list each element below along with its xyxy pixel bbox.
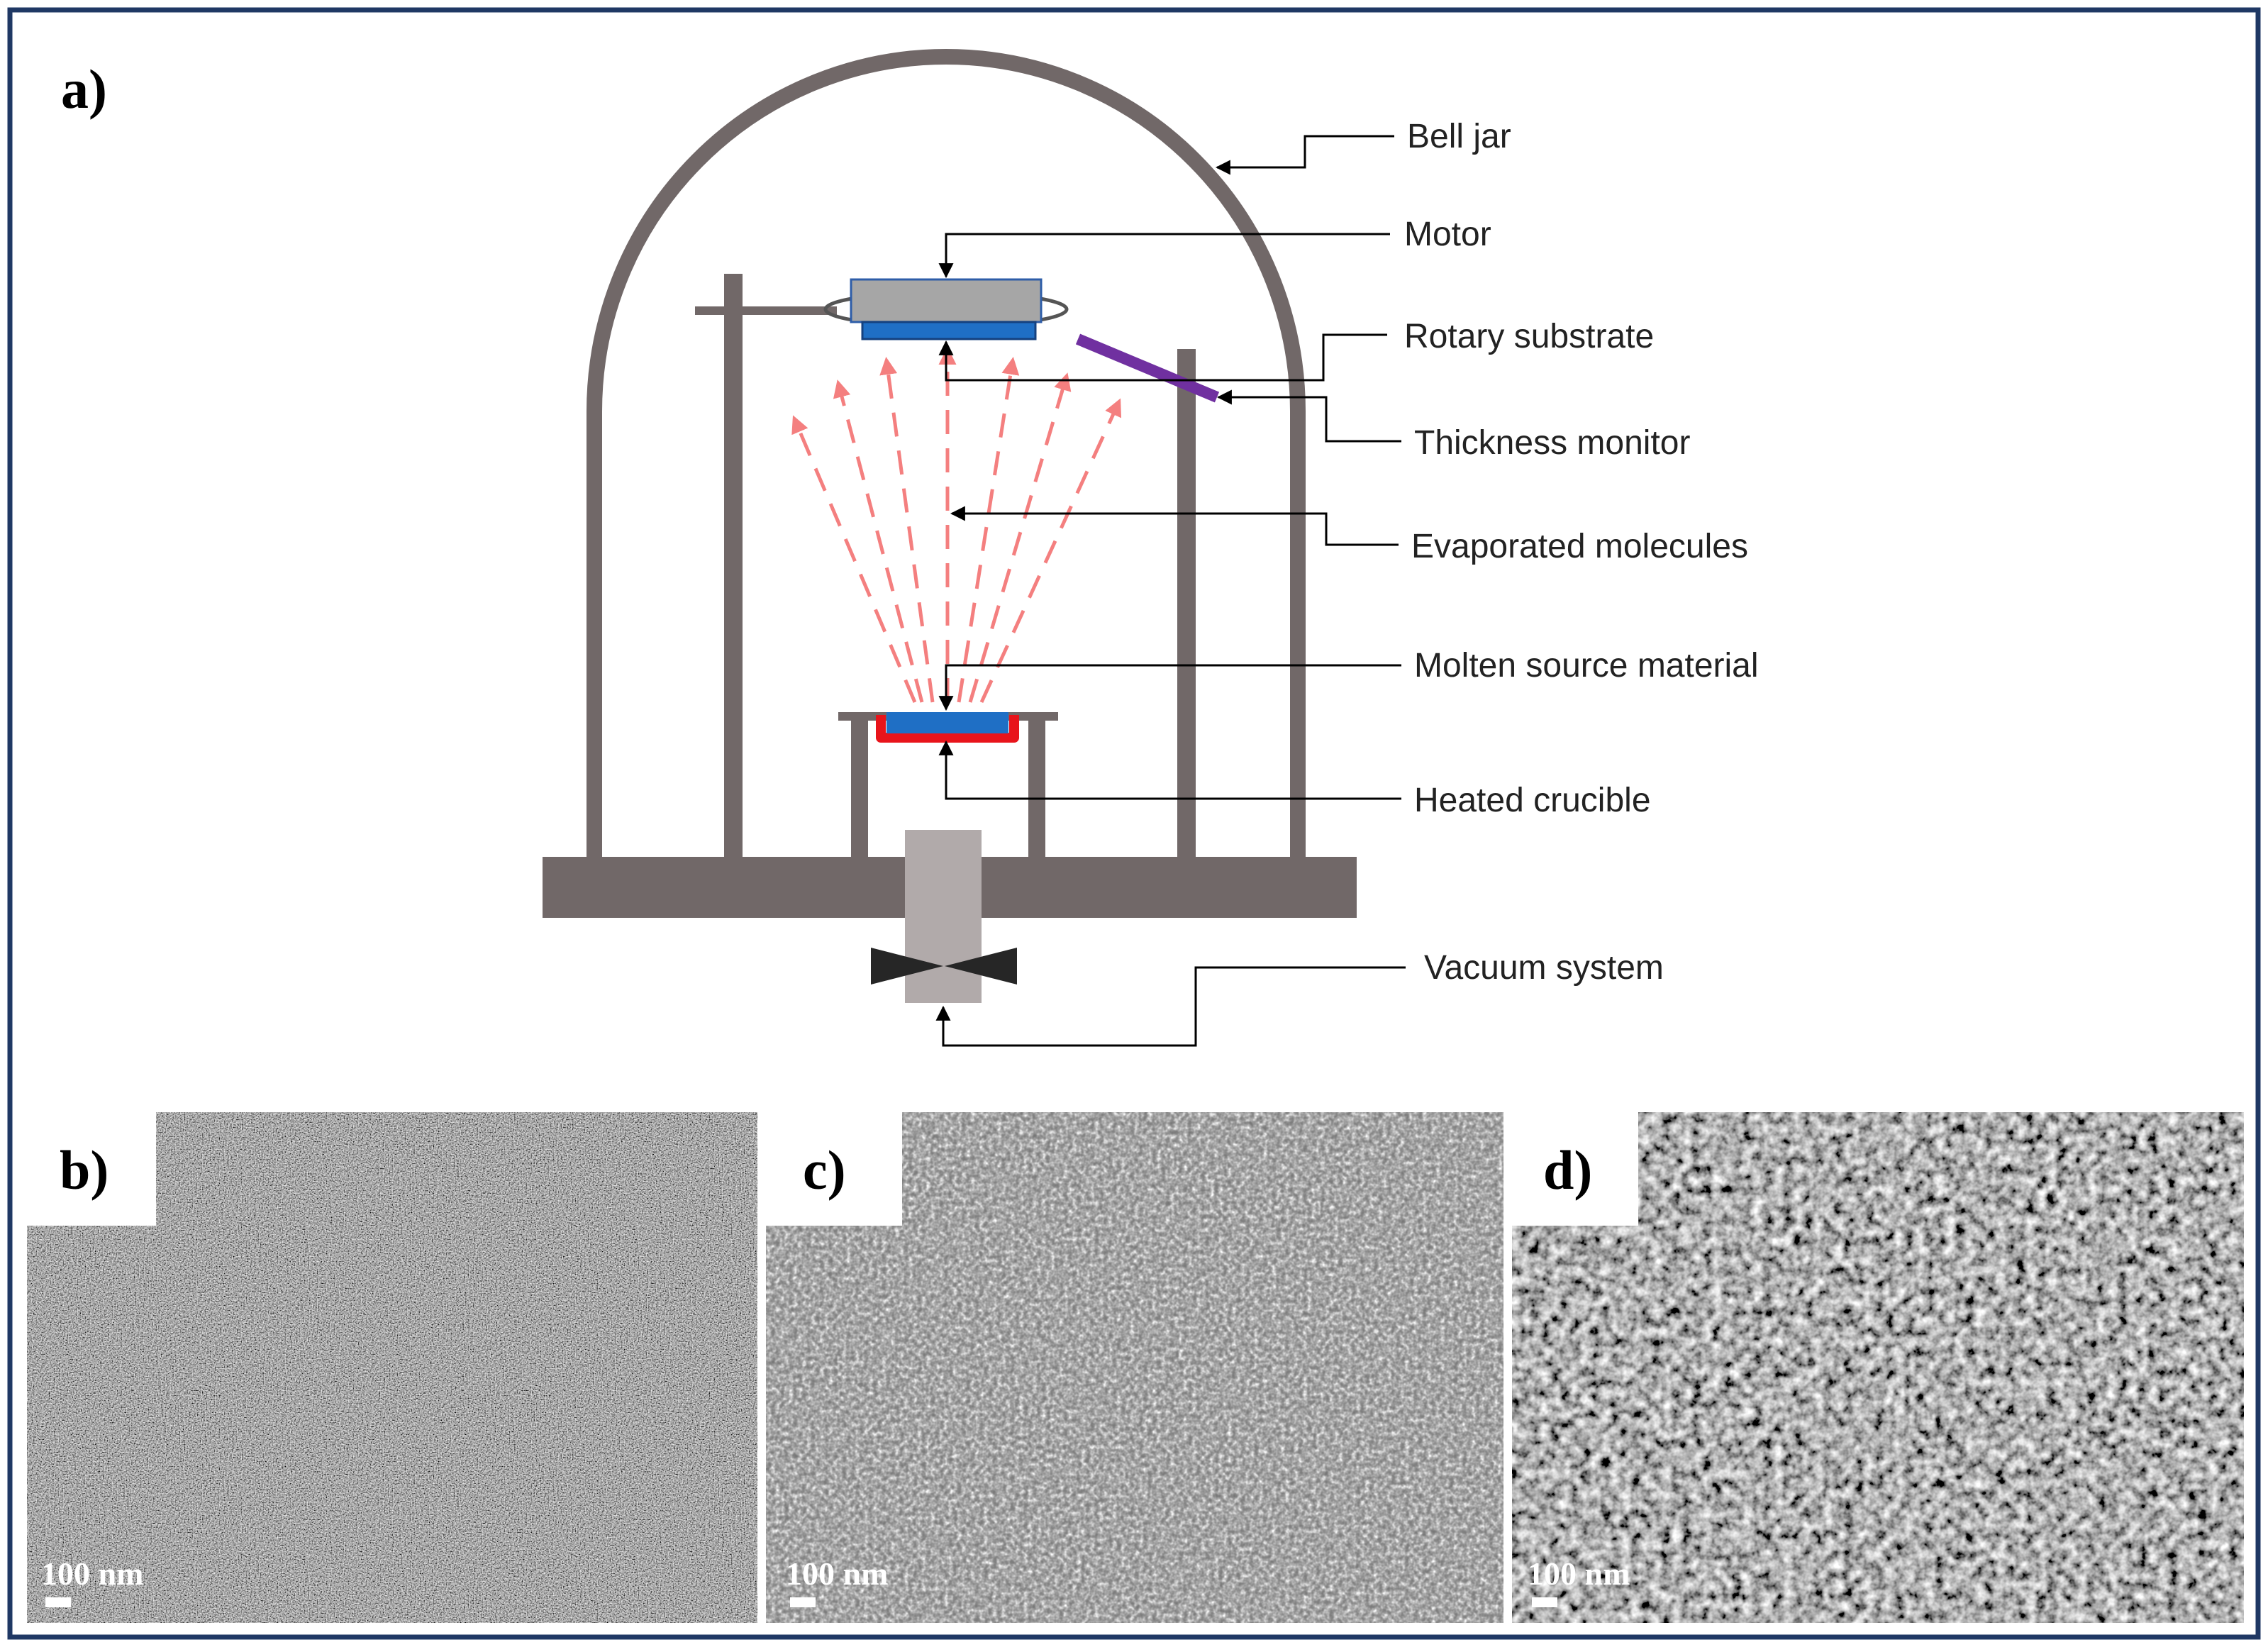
label-molten-source: Molten source material	[1414, 647, 1759, 684]
scale-bar-b	[45, 1597, 71, 1607]
label-evaporated-molecules: Evaporated molecules	[1411, 528, 1748, 565]
leader-evaporated-molecules	[950, 506, 1399, 546]
panel-b-label-box	[27, 1112, 156, 1226]
scale-bar-d	[1532, 1597, 1557, 1607]
molecule-arrow	[957, 357, 1020, 703]
panel-d-label: d)	[1543, 1139, 1592, 1201]
label-bell-jar: Bell jar	[1407, 118, 1511, 155]
sem-panel-b: b) 100 nm	[27, 1112, 757, 1623]
leader-bell-jar	[1215, 135, 1394, 175]
scale-label-d: 100 nm	[1528, 1556, 1630, 1592]
molecule-arrow	[833, 379, 924, 703]
label-rotary-substrate: Rotary substrate	[1404, 318, 1654, 355]
left-stand-arm	[695, 306, 837, 315]
scale-bar-c	[790, 1597, 816, 1607]
leader-heated-crucible	[938, 740, 1401, 800]
sem-panel-d: d) 100 nm	[1512, 1112, 2244, 1623]
molecule-arrow	[979, 398, 1122, 704]
molecule-arrow	[791, 415, 917, 703]
molten-source	[886, 712, 1008, 733]
leader-motor	[938, 233, 1390, 279]
label-heated-crucible: Heated crucible	[1414, 782, 1651, 819]
thickness-monitor	[1075, 333, 1220, 403]
crucible-leg-left	[851, 721, 868, 857]
molecule-arrow	[968, 372, 1072, 703]
leader-molten-source	[938, 664, 1401, 711]
leader-thickness-monitor	[1216, 389, 1401, 443]
bell-jar	[587, 49, 1306, 857]
label-thickness-monitor: Thickness monitor	[1414, 424, 1690, 462]
leader-vacuum-system	[935, 966, 1406, 1047]
evaporated-molecule-arrows	[791, 347, 1122, 704]
vacuum-pipe	[905, 830, 982, 1003]
scale-label-c: 100 nm	[786, 1556, 888, 1592]
panel-b-label: b)	[60, 1139, 109, 1201]
heated-crucible	[876, 715, 1019, 743]
substrate-holder	[850, 278, 1043, 323]
panel-a-label: a)	[61, 58, 107, 120]
sem-panel-c: c) 100 nm	[766, 1112, 1503, 1623]
crucible-leg-right	[1028, 721, 1045, 857]
label-vacuum-system: Vacuum system	[1424, 949, 1664, 987]
right-stand-post	[1177, 349, 1196, 858]
label-motor: Motor	[1404, 216, 1491, 253]
molecule-arrow	[879, 357, 935, 703]
leader-rotary-substrate	[938, 333, 1387, 382]
panel-c-label: c)	[803, 1139, 846, 1201]
panel-d-label-box	[1512, 1112, 1638, 1226]
valve-icon	[871, 948, 1017, 985]
rotary-substrate	[861, 321, 1037, 340]
left-stand-post	[724, 274, 743, 858]
panel-c-label-box	[766, 1112, 902, 1226]
scale-label-b: 100 nm	[41, 1556, 143, 1592]
